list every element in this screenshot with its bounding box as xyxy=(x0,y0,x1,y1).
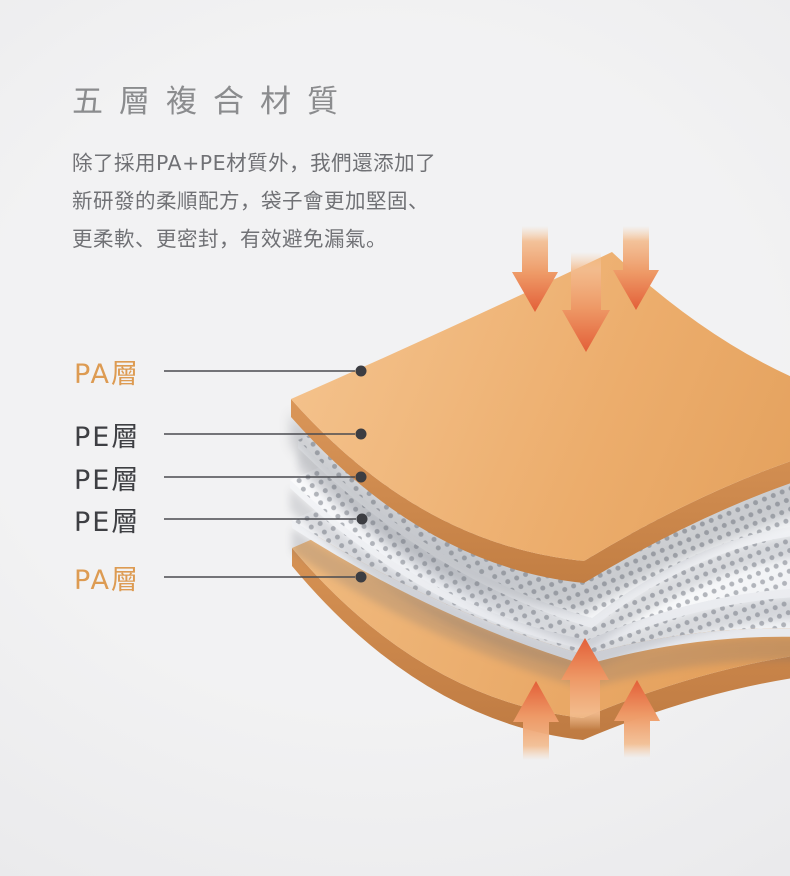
pressure-down-arrow-icon xyxy=(562,252,610,352)
callout-dot xyxy=(355,571,367,583)
layer-pe-2-side xyxy=(290,480,790,650)
layer-shadow xyxy=(291,412,790,612)
description-line: 除了採用PA+PE材質外，我們還添加了 xyxy=(72,151,437,175)
page-title: 五層複合材質 xyxy=(72,84,354,120)
callout-dot xyxy=(355,428,367,440)
callout-dot xyxy=(355,365,367,377)
layer-pa-top-side xyxy=(291,399,790,583)
description-line: 更柔軟、更密封，有效避免漏氣。 xyxy=(72,227,387,251)
layer-pa-top-face xyxy=(291,252,790,561)
label-pa-bottom: PA層 xyxy=(74,564,141,596)
pressure-up-arrow-icon xyxy=(513,681,559,760)
pressure-down-arrow-icon xyxy=(613,226,659,310)
pressure-up-arrow-icon xyxy=(561,638,609,730)
layer-shadow xyxy=(290,488,790,672)
callout-dot xyxy=(355,471,367,483)
callout-dot xyxy=(356,513,368,525)
label-pa-top: PA層 xyxy=(74,358,141,390)
description-line: 新研發的柔順配方，袋子會更加堅固、 xyxy=(72,189,429,213)
label-pe-2: PE層 xyxy=(74,464,141,496)
layer-shadow xyxy=(298,448,790,650)
pressure-down-arrows xyxy=(512,226,659,352)
pressure-up-arrows xyxy=(513,638,660,760)
callout-dots xyxy=(355,365,368,583)
layer-pa-bottom-side xyxy=(292,548,790,740)
callout-lines xyxy=(164,370,356,578)
layer-pa-top xyxy=(291,252,790,583)
label-pe-3: PE層 xyxy=(74,506,141,538)
pressure-up-arrow-icon xyxy=(614,680,660,758)
pressure-down-arrow-icon xyxy=(512,226,558,312)
layer-shadow xyxy=(292,528,790,689)
description-paragraph: 除了採用PA+PE材質外，我們還添加了 新研發的柔順配方，袋子會更加堅固、 更柔… xyxy=(72,144,436,258)
label-pe-1: PE層 xyxy=(74,421,141,453)
